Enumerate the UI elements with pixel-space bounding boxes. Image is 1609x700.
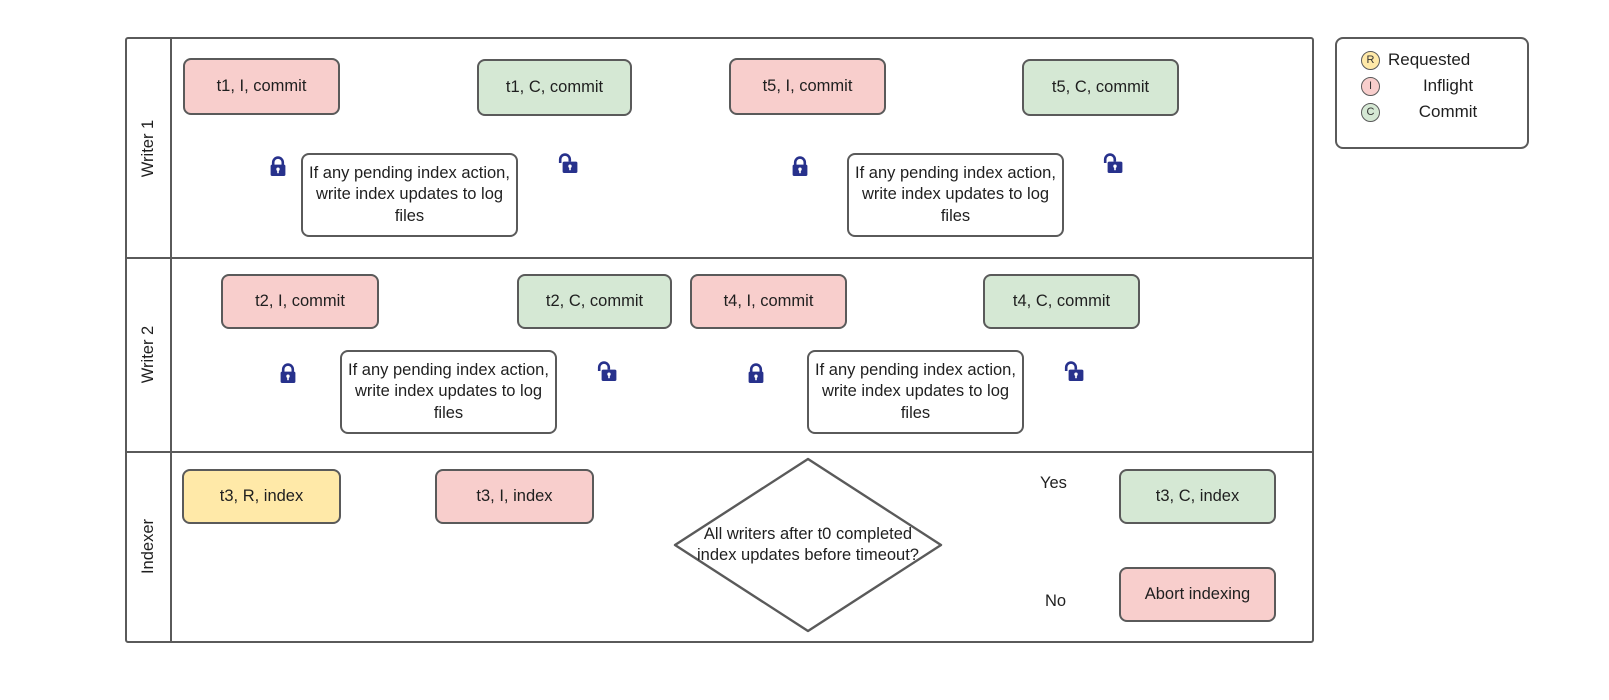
lane-label-writer2: Writer 2 <box>127 257 170 451</box>
lane-header-divider <box>170 39 172 641</box>
node-w1-t5-commit[interactable]: t5, C, commit <box>1022 59 1179 116</box>
node-w1-process-a[interactable]: If any pending index action, write index… <box>301 153 518 237</box>
legend-panel: R Requested I Inflight C Commit <box>1335 37 1529 149</box>
legend-label-inflight: Inflight <box>1422 76 1474 95</box>
lock-closed-icon <box>277 362 299 386</box>
inflight-status-icon: I <box>1361 76 1380 96</box>
lock-closed-icon <box>789 155 811 179</box>
node-ix-decision-label: All writers after t0 completed index upd… <box>697 524 919 564</box>
node-w2-t4-commit[interactable]: t4, C, commit <box>983 274 1140 329</box>
node-w2-process-b[interactable]: If any pending index action, write index… <box>807 350 1024 434</box>
node-w1-process-b[interactable]: If any pending index action, write index… <box>847 153 1064 237</box>
node-w1-t1-inflight[interactable]: t1, I, commit <box>183 58 340 115</box>
commit-status-icon: C <box>1361 102 1380 122</box>
node-w2-t4-inflight[interactable]: t4, I, commit <box>690 274 847 329</box>
lane-label-writer1-text: Writer 1 <box>139 119 158 177</box>
edge-label-no: No <box>1045 592 1067 610</box>
lane-separator-2 <box>127 451 1312 453</box>
lock-open-icon <box>596 360 618 384</box>
lock-closed-icon <box>745 362 767 386</box>
legend-item-requested: R Requested <box>1361 47 1527 73</box>
requested-status-icon: R <box>1361 50 1380 70</box>
lock-open-icon <box>1063 360 1085 384</box>
node-ix-t3-requested[interactable]: t3, R, index <box>182 469 341 524</box>
legend-item-commit: C Commit <box>1361 99 1527 125</box>
edge-label-yes: Yes <box>1040 474 1067 492</box>
legend-item-inflight: I Inflight <box>1361 73 1527 99</box>
node-ix-t3-inflight[interactable]: t3, I, index <box>435 469 594 524</box>
legend-label-commit: Commit <box>1418 102 1478 121</box>
node-ix-abort[interactable]: Abort indexing <box>1119 567 1276 622</box>
node-w2-t2-commit[interactable]: t2, C, commit <box>517 274 672 329</box>
node-w1-t5-inflight[interactable]: t5, I, commit <box>729 58 886 115</box>
node-w1-t1-commit[interactable]: t1, C, commit <box>477 59 632 116</box>
node-w2-t2-inflight[interactable]: t2, I, commit <box>221 274 379 329</box>
legend-label-requested: Requested <box>1388 50 1471 69</box>
lane-label-writer2-text: Writer 2 <box>139 325 158 383</box>
lock-open-icon <box>557 152 579 176</box>
node-w2-process-a[interactable]: If any pending index action, write index… <box>340 350 557 434</box>
lane-label-indexer: Indexer <box>127 451 170 641</box>
lane-label-indexer-text: Indexer <box>139 518 158 574</box>
node-ix-decision[interactable]: All writers after t0 completed index upd… <box>672 456 944 634</box>
lane-label-writer1: Writer 1 <box>127 39 170 257</box>
node-ix-t3-commit[interactable]: t3, C, index <box>1119 469 1276 524</box>
lane-separator-1 <box>127 257 1312 259</box>
lock-open-icon <box>1102 152 1124 176</box>
lock-closed-icon <box>267 155 289 179</box>
